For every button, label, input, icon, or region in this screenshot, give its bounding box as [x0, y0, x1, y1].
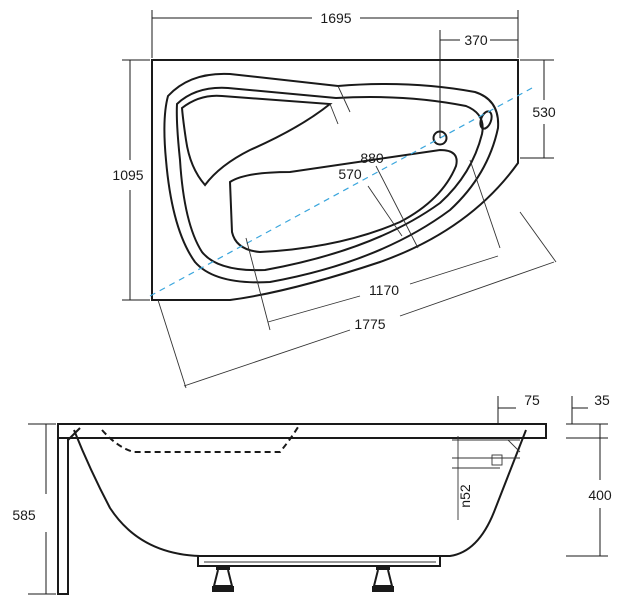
dim-1695-label: 1695 [320, 10, 351, 26]
dim-n52-label: n52 [457, 484, 473, 508]
top-headrest-outline [180, 94, 333, 187]
dim-370: 370 [439, 30, 519, 138]
side-bowl-outline [73, 429, 527, 557]
side-apron-panel [57, 438, 69, 595]
side-inner-dashed [101, 423, 301, 453]
dim-1170: 1170 [245, 159, 501, 331]
top-view: 1695 1095 370 530 [112, 10, 557, 389]
top-outer-outline [151, 59, 519, 301]
top-inner-outline [175, 86, 484, 272]
side-rim [57, 423, 547, 439]
overflow-ellipse [479, 110, 493, 130]
dim-880: 880 [337, 85, 419, 249]
dim-1095-label: 1095 [112, 167, 143, 183]
dim-1095: 1095 [112, 59, 150, 301]
side-overflow-detail: n52 [452, 436, 521, 520]
dim-75: 75 [497, 392, 540, 424]
dim-1775: 1775 [157, 211, 557, 389]
dim-530: 530 [520, 59, 556, 159]
dim-585: 585 [12, 423, 56, 595]
dim-570: 570 [329, 103, 403, 237]
dim-585-label: 585 [12, 507, 36, 523]
dim-400-label: 400 [588, 487, 612, 503]
top-floor-outline [228, 148, 458, 254]
dim-880-label: 880 [360, 150, 384, 166]
side-foot-left [212, 566, 234, 592]
side-foot-right [372, 566, 394, 592]
dim-400: 400 [566, 423, 612, 557]
dim-530-label: 530 [532, 104, 556, 120]
side-view: n52 585 75 [12, 392, 612, 595]
dim-370-label: 370 [464, 32, 488, 48]
dim-75-label: 75 [524, 392, 540, 408]
dim-570-label: 570 [338, 166, 362, 182]
side-support-frame [197, 556, 441, 567]
dim-1695: 1695 [151, 10, 519, 58]
dim-35-label: 35 [594, 392, 610, 408]
dim-35: 35 [571, 392, 610, 424]
side-apron-line [67, 427, 81, 441]
dim-1170-label: 1170 [369, 282, 399, 298]
top-rim-outline [163, 72, 500, 284]
dim-1775-label: 1775 [354, 316, 385, 332]
